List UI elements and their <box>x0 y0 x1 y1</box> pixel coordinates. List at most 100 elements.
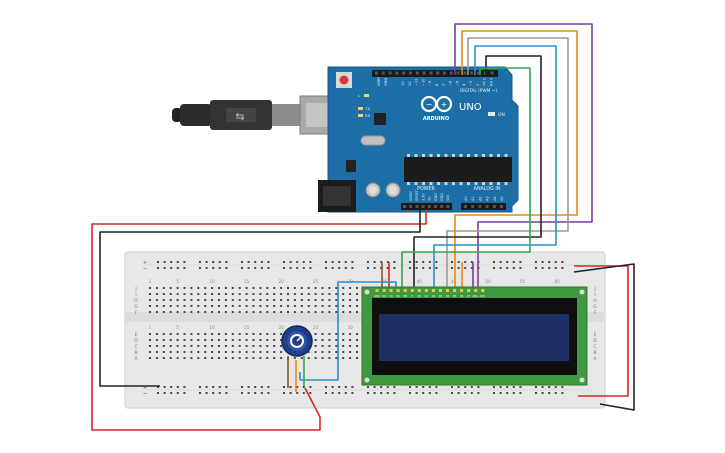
arduino-uno-board[interactable]: ⇆ DIGITAL (PWM ~) − + UNO ARDUINO ON <box>172 66 519 213</box>
column-number: 5 <box>176 279 179 284</box>
svg-text:−: − <box>426 100 433 109</box>
power-pin-label: GND <box>434 193 438 201</box>
lcd-pin[interactable] <box>403 289 407 292</box>
lcd-pin[interactable] <box>438 289 442 292</box>
lcd-pin-label: E <box>411 295 413 298</box>
column-number: 20 <box>279 325 285 330</box>
lcd-pin[interactable] <box>410 289 414 292</box>
digital-pin-label: ~10 <box>421 78 425 86</box>
lcd-pin[interactable] <box>417 289 421 292</box>
lcd-pin[interactable] <box>481 289 485 292</box>
analog-header <box>461 203 506 210</box>
row-letter: G <box>593 304 597 310</box>
lcd-pin[interactable] <box>375 289 379 292</box>
column-number: 25 <box>313 279 319 284</box>
l-label: L <box>358 93 361 98</box>
power-pin-label: GND <box>440 193 444 201</box>
power-pin-label: VIN <box>446 195 450 201</box>
wire-black-right-rail <box>573 263 635 411</box>
digital-header <box>372 70 498 77</box>
wire-grey-d4 <box>446 37 569 295</box>
lcd-pin-label: VCC <box>382 295 387 298</box>
power-pin-label: 5V <box>428 196 432 201</box>
lcd-pin-label: GND <box>374 295 380 298</box>
board-model: UNO <box>459 102 482 113</box>
lcd-pin[interactable] <box>446 289 449 292</box>
svg-text:+: + <box>143 385 147 391</box>
digital-pin-label: ~9 <box>428 80 432 86</box>
row-letter: H <box>593 298 596 304</box>
potentiometer[interactable] <box>281 325 313 357</box>
atmega-chip <box>404 157 512 182</box>
column-number: 25 <box>313 325 319 330</box>
wire-black-d11 <box>413 55 542 295</box>
lcd-pin[interactable] <box>474 289 478 292</box>
analog-pin-label: A5 <box>500 197 504 201</box>
column-number: 10 <box>210 325 216 330</box>
wire-red-right-rail <box>574 265 629 397</box>
column-number: 1 <box>149 325 152 330</box>
lcd-pin[interactable] <box>467 289 471 292</box>
row-letter: B <box>593 350 596 356</box>
arduino-logo-icon: − + <box>420 95 453 113</box>
analog-in-label: ANALOG IN <box>474 186 501 192</box>
lcd-pin[interactable] <box>396 289 400 292</box>
power-pin-label: IOREF <box>409 191 413 201</box>
wire-black-gnd <box>99 210 421 387</box>
digital-label: DIGITAL (PWM ~) <box>460 88 497 94</box>
power-pin-label: RESET <box>415 189 419 201</box>
row-letter: E <box>135 332 138 338</box>
usb-cable: ⇆ <box>172 95 341 135</box>
analog-pin-label: A1 <box>471 197 475 201</box>
digital-pin-label: 7 <box>442 84 446 86</box>
row-letter: D <box>134 338 138 344</box>
digital-pin-label: 8 <box>435 83 439 86</box>
usb-chip <box>374 113 386 125</box>
lcd-pin-label: D7 <box>467 295 471 298</box>
svg-text:+: + <box>143 260 147 266</box>
analog-pin-label: A4 <box>493 197 497 201</box>
wire-purple-d2 <box>454 23 593 295</box>
wire-blue-contrast <box>299 281 397 381</box>
wire-red-5v <box>91 210 427 431</box>
lcd-pin-label: V0 <box>390 295 394 298</box>
header-pin-label: AREF <box>377 77 381 86</box>
lcd-pin-label: D4 <box>446 295 450 298</box>
column-number: 40 <box>417 279 423 284</box>
row-letter: I <box>135 292 136 298</box>
digital-pin-label: 13 <box>401 81 405 86</box>
digital-pin-label: 12 <box>408 81 412 86</box>
lcd-pin[interactable] <box>424 289 428 292</box>
column-number: 20 <box>279 279 285 284</box>
lcd-pin[interactable] <box>382 289 386 292</box>
row-letter: F <box>594 310 597 316</box>
column-number: 50 <box>486 279 492 284</box>
rx-label: RX <box>365 113 371 118</box>
wires <box>91 23 635 431</box>
column-number: 5 <box>176 325 179 330</box>
digital-pin-label: 4 <box>462 83 466 86</box>
lcd-pin[interactable] <box>453 289 457 292</box>
row-letter: I <box>594 292 595 298</box>
lcd-pin-label: LED+ <box>472 295 479 298</box>
lcd-pin-label: RW <box>403 295 408 298</box>
tx-label: TX <box>364 106 370 111</box>
row-letter: C <box>134 344 137 350</box>
lcd-pin[interactable] <box>431 289 435 292</box>
lcd-pin-label: D6 <box>460 295 464 298</box>
row-letter: G <box>134 304 138 310</box>
on-led-label: ON <box>498 112 505 118</box>
column-number: 10 <box>210 279 216 284</box>
digital-pin-label: ~11 <box>415 78 419 86</box>
analog-pin-label: A2 <box>478 197 482 201</box>
lcd-pin[interactable] <box>460 289 464 292</box>
lcd-pin[interactable] <box>389 289 393 292</box>
lcd-pin-label: D0 <box>418 295 422 298</box>
power-label: POWER <box>417 186 435 192</box>
row-letter: H <box>134 298 137 304</box>
svg-text:+: + <box>441 100 448 109</box>
row-letter: C <box>593 344 596 350</box>
